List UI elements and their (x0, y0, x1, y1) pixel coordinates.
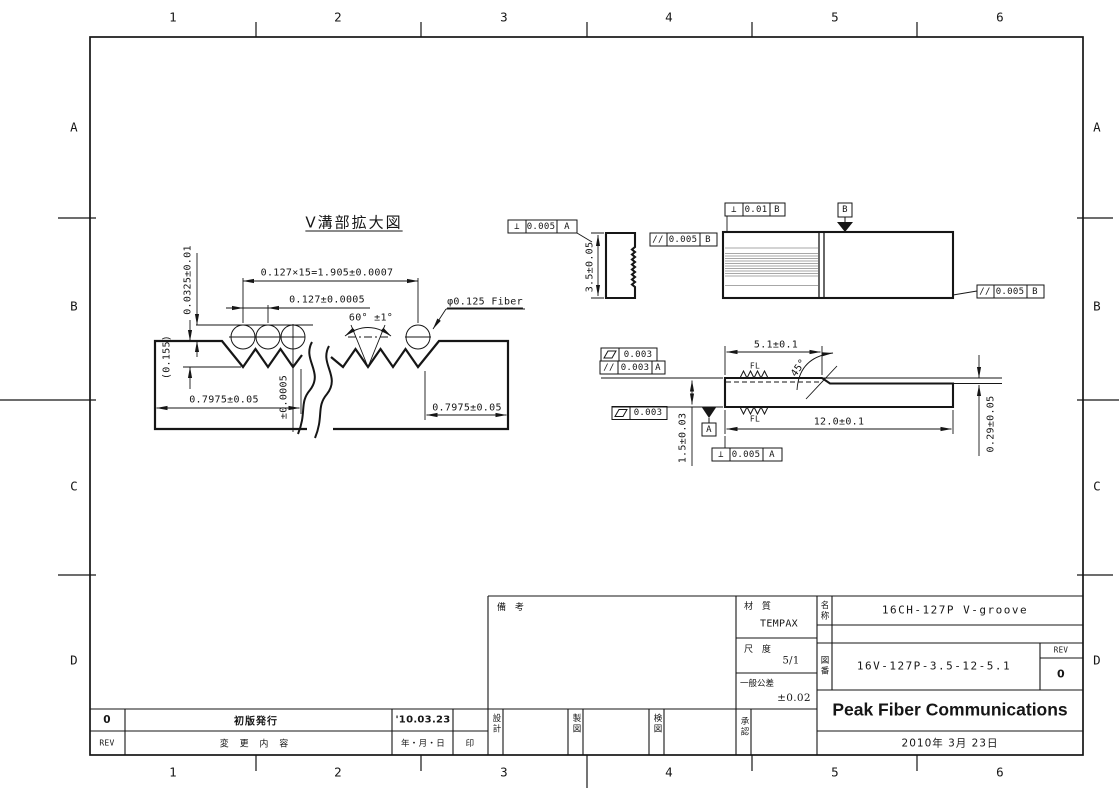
drafting-label: 製図 (571, 713, 581, 735)
fcf-top-parl-right-datum: B (1032, 287, 1038, 297)
datum-a-flag (701, 407, 717, 437)
rev-header-date: 年・月・日 (400, 739, 446, 749)
datum-b-label: B (842, 205, 848, 215)
detail-view-geometry (153, 253, 525, 439)
rev-header-rev: REV (99, 738, 115, 748)
fcf-side-flatness-bottom-tol: 0.003 (633, 408, 663, 418)
remarks-label: 備 考 (497, 603, 527, 613)
rev-row-number: 0 (103, 714, 111, 726)
part-name-label: 名称 (819, 600, 829, 622)
fcf-side-parl-datum: A (655, 363, 661, 373)
dim-groove-length: 5.1±0.1 (753, 339, 799, 351)
fcf-top-parl-left-datum: B (705, 235, 711, 245)
rev-row-date: '10.03.23 (395, 714, 451, 726)
part-name-value: 16CH-127P V-groove (881, 603, 1029, 617)
fcf-side-parl-symbol: // (603, 363, 615, 373)
fcf-end-perp-symbol: ⊥ (514, 222, 520, 232)
border-col-4-top: 4 (665, 9, 673, 25)
fcf-side-perp-tol: 0.005 (731, 450, 761, 460)
sheet-frame (0, 22, 1119, 788)
datum-b-flag (837, 202, 853, 232)
border-row-d-right: D (1093, 652, 1101, 668)
design-label: 設計 (491, 713, 501, 735)
datum-a-label: A (706, 425, 712, 435)
dwg-no-label: 図番 (819, 655, 829, 677)
dim-groove-position-tol: ±0.0005 (278, 374, 290, 420)
fcf-side-flatness-top-tol: 0.003 (623, 350, 653, 360)
rev-header-stamp: 印 (465, 739, 475, 749)
border-col-6-bottom: 6 (996, 764, 1004, 780)
border-col-6-top: 6 (996, 9, 1004, 25)
border-row-b-right: B (1093, 298, 1101, 314)
border-col-1-top: 1 (169, 9, 177, 25)
checking-label: 検図 (652, 713, 662, 735)
fcf-end-perp-tol: 0.005 (526, 222, 556, 232)
border-col-1-bottom: 1 (169, 764, 177, 780)
title-block-lines (90, 595, 1083, 755)
date-value: 2010年 3月 23日 (901, 737, 999, 750)
dim-edge-left: 0.7975±0.05 (189, 394, 259, 406)
side-view-geometry (599, 346, 1002, 466)
dim-groove-angle: 60° ±1° (348, 312, 394, 324)
border-row-c-right: C (1093, 478, 1101, 494)
fcf-top-perp-symbol: ⊥ (731, 205, 737, 215)
rev-row-description: 初版発行 (234, 716, 278, 728)
fcf-top-parl-right-symbol: // (979, 287, 991, 297)
dim-end-height: 3.5±0.05 (584, 241, 596, 293)
fcf-top-parl-right-tol: 0.005 (995, 287, 1025, 297)
dim-edge-right: 0.7975±0.05 (432, 402, 502, 414)
rev-header-description: 変 更 内 容 (219, 739, 293, 750)
dim-fiber-protrusion: 0.0325±0.01 (182, 245, 194, 315)
dim-groove-depth: (0.155) (161, 334, 173, 380)
general-tolerance-label: 一般公差 (740, 679, 775, 689)
scale-label: 尺 度 (744, 645, 774, 655)
border-col-3-top: 3 (500, 9, 508, 25)
border-row-a-right: A (1093, 119, 1101, 135)
fcf-side-perp-datum: A (769, 450, 775, 460)
border-row-a-left: A (70, 119, 78, 135)
detail-view-title: V溝部拡大図 (305, 213, 403, 232)
border-col-2-bottom: 2 (334, 764, 342, 780)
surface-finish-marks (739, 369, 769, 416)
fcf-side-perp-symbol: ⊥ (718, 450, 724, 460)
border-col-3-bottom: 3 (500, 764, 508, 780)
dim-step-height: 0.29±0.05 (985, 395, 997, 453)
company-name: Peak Fiber Communications (832, 699, 1068, 720)
border-col-2-top: 2 (334, 9, 342, 25)
rev-label: REV (1053, 645, 1069, 655)
dim-thickness: 1.5±0.03 (677, 412, 689, 464)
border-row-c-left: C (70, 478, 78, 494)
material-label: 材 質 (744, 602, 774, 612)
rev-value: 0 (1057, 667, 1065, 681)
general-tolerance-value: ±0.02 (777, 692, 811, 704)
approval-label: 承認 (739, 716, 749, 738)
finish-top-label: FL (749, 361, 761, 371)
border-row-d-left: D (70, 652, 78, 668)
dim-length: 12.0±0.1 (813, 416, 865, 428)
dim-pitch: 0.127±0.0005 (289, 294, 365, 306)
fcf-end-perp-datum: A (564, 222, 570, 232)
fcf-top-perp-tol: 0.01 (744, 205, 768, 215)
fcf-top-parl-left-tol: 0.005 (668, 235, 698, 245)
border-row-b-left: B (70, 298, 78, 314)
end-view-geometry (507, 219, 637, 300)
fcf-side-parl-tol: 0.003 (620, 363, 650, 373)
fiber-callout: φ0.125 Fiber (447, 296, 523, 308)
border-col-5-bottom: 5 (831, 764, 839, 780)
dim-pitch-total: 0.127×15=1.905±0.0007 (260, 267, 394, 279)
scale-value: 5/1 (782, 655, 800, 667)
finish-bottom-label: FL (749, 414, 761, 424)
fcf-top-parl-left-symbol: // (652, 235, 664, 245)
material-value: TEMPAX (760, 618, 798, 630)
top-view-geometry (649, 202, 1045, 300)
border-col-5-top: 5 (831, 9, 839, 25)
fcf-top-perp-datum: B (774, 205, 780, 215)
dwg-no-value: 16V-127P-3.5-12-5.1 (856, 659, 1012, 673)
border-col-4-bottom: 4 (665, 764, 673, 780)
